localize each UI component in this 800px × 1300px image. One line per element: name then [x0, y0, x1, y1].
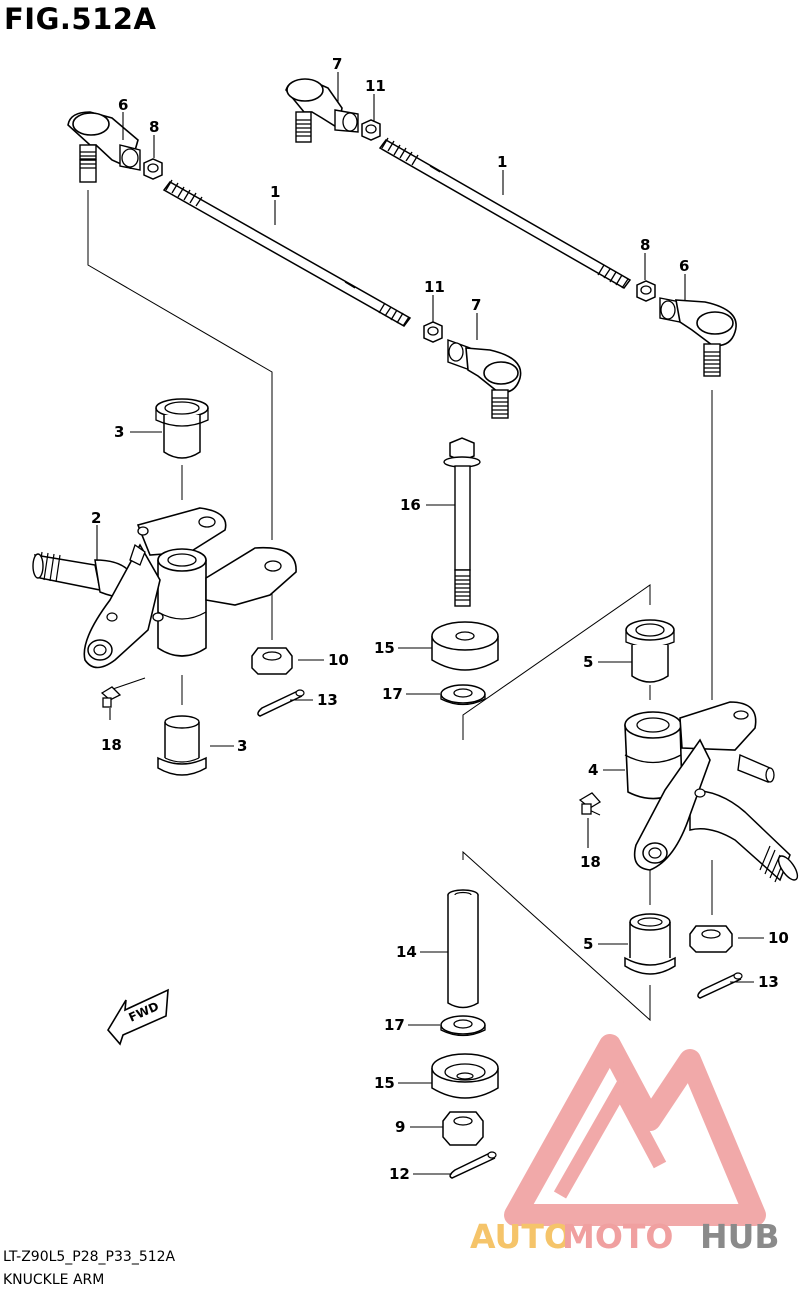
- callout-14: 14: [396, 943, 417, 961]
- tie-rod-end-7-left: [447, 339, 522, 419]
- nut-9: [442, 1111, 484, 1146]
- pivot-pipe-14: [447, 889, 479, 1009]
- bushing-3-lower: [157, 715, 207, 776]
- figure-title: FIG.512A: [4, 2, 157, 36]
- callout-18-right: 18: [580, 853, 601, 871]
- callout-labels: 6 8 1 11 7 7 11 1 8 6 3 2 10 13 18 3 16 …: [91, 55, 789, 1183]
- callout-10-right: 10: [768, 929, 789, 947]
- callout-7-left: 7: [471, 296, 481, 314]
- knuckle-4-right: [624, 701, 799, 883]
- knuckle-2-left: [32, 507, 297, 669]
- callout-15-lower: 15: [374, 1074, 395, 1092]
- castle-nut-10-right: [689, 925, 733, 953]
- figure-code: LT-Z90L5_P28_P33_512A: [3, 1249, 176, 1265]
- tie-rod-end-7-right: [285, 78, 359, 143]
- spacer-15-lower: [431, 1053, 499, 1099]
- lock-nut-8-left: [143, 158, 163, 180]
- grease-nipple-18-left: [100, 686, 122, 708]
- callout-18-left: 18: [101, 736, 122, 754]
- bushing-3-upper: [155, 398, 209, 459]
- callout-7-right: 7: [332, 55, 342, 73]
- callout-1-left: 1: [270, 183, 280, 201]
- callout-13-left: 13: [317, 691, 338, 709]
- callout-9: 9: [395, 1118, 405, 1136]
- watermark-text: AUTO MOTO HUB: [470, 1217, 780, 1256]
- castle-nut-10-left: [251, 647, 293, 675]
- callout-16: 16: [400, 496, 421, 514]
- callout-6-right: 6: [679, 257, 689, 275]
- tie-rod-assembly-right: [285, 78, 737, 377]
- callout-1-right: 1: [497, 153, 507, 171]
- tie-rod-assembly-left: [67, 111, 522, 419]
- callout-2: 2: [91, 509, 101, 527]
- figure-name: KNUCKLE ARM: [3, 1272, 105, 1288]
- callout-5-upper: 5: [583, 653, 593, 671]
- callout-17-upper: 17: [382, 685, 403, 703]
- tie-rod-end-6-right: [659, 297, 737, 377]
- cotter-pin-13-right: [697, 972, 743, 999]
- callout-4: 4: [588, 761, 598, 779]
- callout-5-lower: 5: [583, 935, 593, 953]
- bushing-5-upper: [625, 619, 675, 683]
- watermark-part2: MOTO: [562, 1217, 673, 1256]
- bushing-5-lower: [624, 913, 676, 975]
- callout-17-lower: 17: [384, 1016, 405, 1034]
- watermark-logo: [504, 1034, 766, 1226]
- cotter-pin-13-left: [257, 689, 305, 717]
- leader-lines: [87, 190, 713, 1022]
- lock-nut-11-right: [361, 119, 381, 141]
- callout-6-left: 6: [118, 96, 128, 114]
- callout-15-upper: 15: [374, 639, 395, 657]
- callout-10-left: 10: [328, 651, 349, 669]
- washer-17-lower: [440, 1015, 486, 1037]
- grease-nipple-18-right: [578, 792, 602, 815]
- callout-lines: [96, 72, 764, 1175]
- cotter-pin-12: [449, 1151, 497, 1179]
- watermark-part1: AUTO: [470, 1217, 572, 1256]
- lock-nut-8-right: [636, 280, 656, 302]
- callout-11-left: 11: [424, 278, 445, 296]
- callout-12: 12: [389, 1165, 410, 1183]
- callout-3-lower: 3: [237, 737, 247, 755]
- washer-17-upper: [440, 684, 486, 706]
- callout-8-left: 8: [149, 118, 159, 136]
- callout-3-upper: 3: [114, 423, 124, 441]
- tie-rod-end-6-left: [67, 111, 141, 183]
- callout-11-right: 11: [365, 77, 386, 95]
- tie-rod-1-left: [162, 179, 412, 327]
- callout-8-right: 8: [640, 236, 650, 254]
- callout-13-right: 13: [758, 973, 779, 991]
- watermark-part3: HUB: [700, 1217, 780, 1256]
- tie-rod-1-right: [378, 137, 632, 289]
- fwd-arrow-icon: FWD: [107, 988, 169, 1046]
- bolt-16: [443, 437, 481, 607]
- lock-nut-11-left: [423, 321, 443, 343]
- spacer-15-upper: [431, 621, 499, 671]
